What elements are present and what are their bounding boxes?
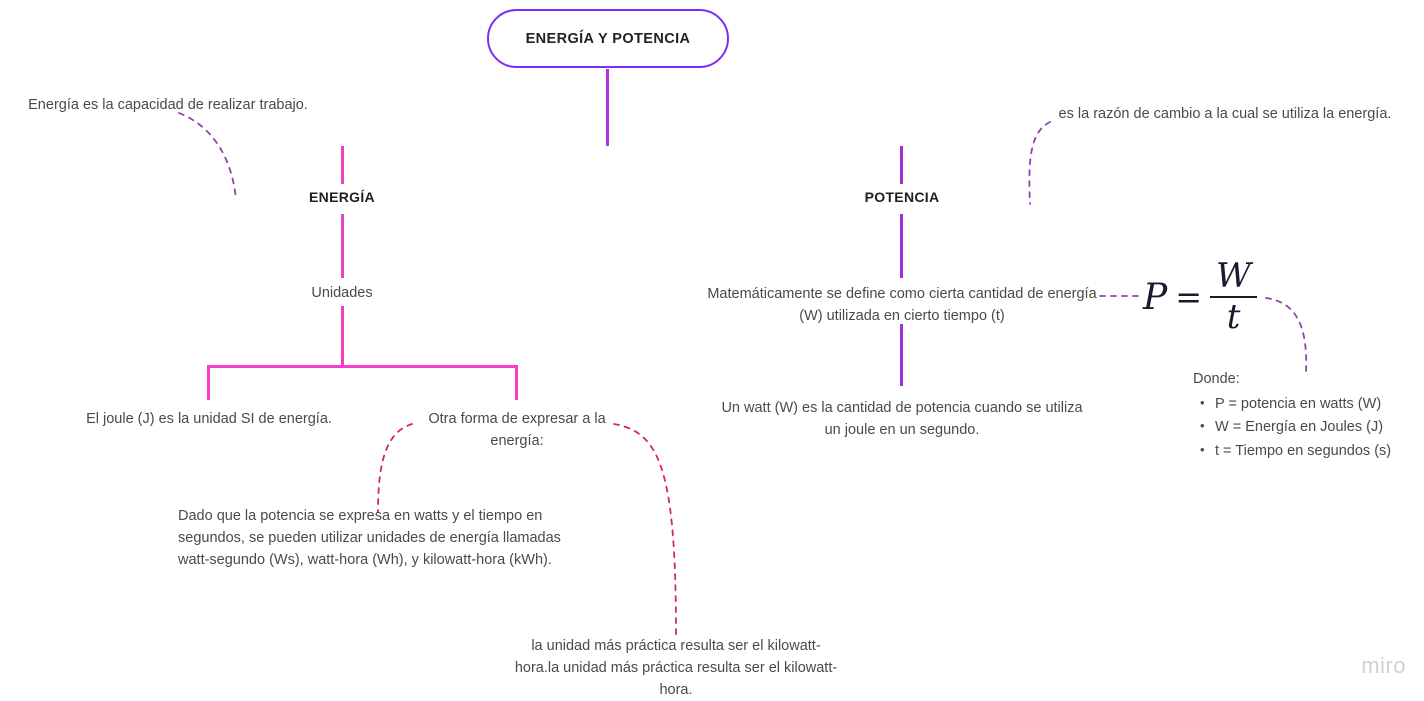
branch-potencia-label: POTENCIA [864,189,940,205]
formula-legend-list: P = potencia en watts (W) W = Energía en… [1193,392,1421,463]
detail-practical-unit-label: la unidad más práctica resulta ser el ki… [514,638,838,699]
leaf-joule-label: El joule (J) es la unidad SI de energía. [86,411,332,427]
branch-energia-label: ENERGÍA [309,189,375,205]
watt-definition[interactable]: Un watt (W) es la cantidad de potencia c… [714,397,1090,441]
power-formula[interactable]: P = W t [1143,258,1273,336]
leaf-joule[interactable]: El joule (J) es la unidad SI de energía. [83,409,335,431]
detail-energy-units[interactable]: Dado que la potencia se expresa en watts… [178,505,578,571]
leaf-otra-forma-label: Otra forma de expresar a la energía: [428,411,606,449]
node-unidades[interactable]: Unidades [252,283,432,305]
node-unidades-label: Unidades [311,285,373,301]
formula-legend-title: Donde: [1193,371,1240,387]
potencia-note[interactable]: es la razón de cambio a la cual se utili… [1025,103,1424,125]
formula-legend[interactable]: Donde: P = potencia en watts (W) W = Ene… [1193,369,1421,463]
branch-potencia[interactable]: POTENCIA [802,189,1002,205]
watt-definition-label: Un watt (W) es la cantidad de potencia c… [721,400,1083,439]
detail-energy-units-label: Dado que la potencia se expresa en watts… [178,508,561,569]
energia-note-label: Energía es la capacidad de realizar trab… [28,97,308,113]
detail-practical-unit[interactable]: la unidad más práctica resulta ser el ki… [510,635,842,701]
branch-energia[interactable]: ENERGÍA [242,189,442,205]
potencia-definition-label: Matemáticamente se define como cierta ca… [707,286,1097,325]
potencia-definition[interactable]: Matemáticamente se define como cierta ca… [706,283,1098,327]
formula-legend-item: W = Energía en Joules (J) [1193,415,1421,439]
formula-legend-item: t = Tiempo en segundos (s) [1193,439,1421,463]
formula-numerator: W [1210,258,1257,298]
formula-equals: = [1175,278,1203,316]
miro-watermark: miro [1361,653,1406,678]
root-node-label: ENERGÍA Y POTENCIA [525,30,691,47]
formula-lhs: P [1143,276,1168,318]
formula-denominator: t [1226,296,1241,337]
root-node[interactable]: ENERGÍA Y POTENCIA [487,9,729,68]
formula-legend-item: P = potencia en watts (W) [1193,392,1421,416]
formula-fraction: W t [1210,258,1257,337]
energia-note[interactable]: Energía es la capacidad de realizar trab… [0,94,336,116]
leaf-otra-forma[interactable]: Otra forma de expresar a la energía: [408,409,626,453]
potencia-note-label: es la razón de cambio a la cual se utili… [1058,106,1392,122]
